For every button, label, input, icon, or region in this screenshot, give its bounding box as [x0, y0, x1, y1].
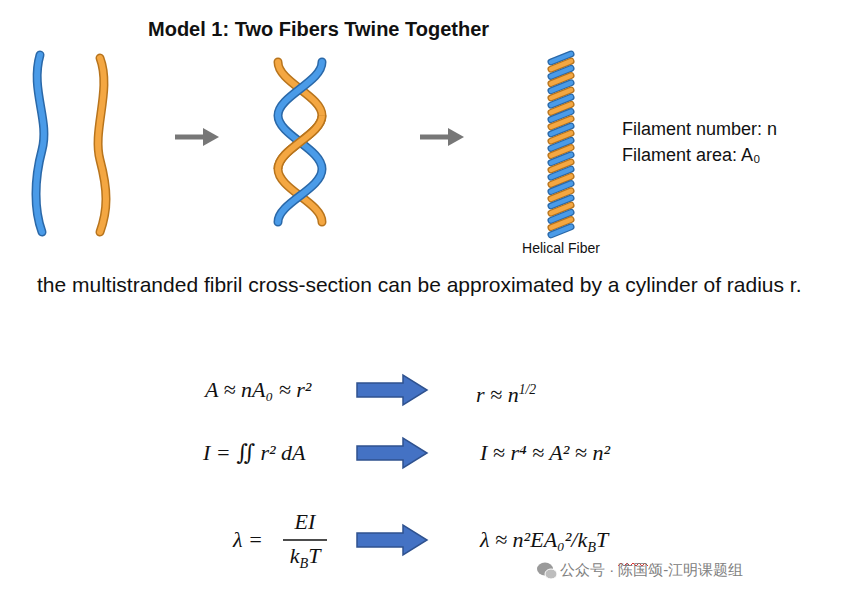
text-line: r ≈ n1/2 — [476, 378, 536, 407]
label-text: Filament area: A₀ — [622, 145, 761, 165]
label-text: λ = — [233, 527, 263, 552]
label-text: T — [308, 543, 320, 568]
watermark: 公众号 · 陈国颂-江明课题组 — [560, 561, 743, 580]
orange-fiber-outline — [278, 62, 322, 222]
equation: A ≈ nA₀ ≈ r² — [205, 378, 311, 402]
orange-fiber — [278, 116, 322, 170]
parameter-note: Filament area: A₀ — [622, 145, 761, 166]
blue-fiber — [278, 62, 322, 222]
implies-arrow — [357, 525, 427, 555]
process-arrow — [175, 135, 205, 140]
math-sub: B — [299, 555, 308, 571]
label-text: 公众号 · 陈国颂-江明课题组 — [560, 561, 743, 578]
text-line: kBT — [281, 539, 329, 580]
label-text: I = ∬ r² dA — [203, 440, 306, 465]
label-text: k — [290, 543, 300, 568]
label-text: r ≈ n — [476, 382, 519, 407]
equation-result: I ≈ r⁴ ≈ A² ≈ n² — [480, 441, 610, 465]
text-line: I = ∬ r² dA — [203, 441, 306, 465]
equation: I = ∬ r² dA — [203, 441, 306, 465]
fraction: EI kBT — [281, 505, 329, 580]
text-line: A ≈ nA₀ ≈ r² — [205, 378, 311, 402]
text-line: Helical Fiber — [505, 240, 617, 256]
blue-fiber — [36, 55, 44, 232]
label-text: λ ≈ n²EA₀²/k — [480, 527, 587, 552]
orange-fiber-outline — [278, 116, 322, 170]
helix-stripe — [551, 227, 571, 235]
fraction-bar — [283, 539, 327, 540]
process-arrowhead — [203, 128, 219, 146]
text-line: the multistranded fibril cross-section c… — [37, 268, 852, 301]
text-line: Filament area: A₀ — [622, 145, 761, 166]
text-line: 公众号 · 陈国颂-江明课题组 — [560, 561, 743, 580]
watermark-icon — [545, 569, 557, 579]
orange-fiber-outline — [98, 58, 106, 232]
text-line: I ≈ r⁴ ≈ A² ≈ n² — [480, 441, 610, 465]
label-text: I ≈ r⁴ ≈ A² ≈ n² — [480, 440, 610, 465]
process-arrowhead — [448, 128, 464, 146]
implies-arrow — [357, 438, 427, 468]
helix-stripe-fill — [551, 227, 571, 235]
math-sup: 1/2 — [519, 382, 536, 397]
math-sub: B — [587, 539, 596, 555]
label-text: T — [596, 527, 608, 552]
helix-stripe-outline — [551, 227, 571, 235]
text-line: EI — [281, 505, 329, 539]
process-arrow — [420, 135, 450, 140]
blue-fiber-outline — [36, 55, 44, 232]
figure-label: Helical Fiber — [505, 240, 617, 256]
description-text: the multistranded fibril cross-section c… — [37, 268, 852, 301]
orange-fiber — [278, 62, 322, 222]
parameter-note: Filament number: n — [622, 119, 777, 140]
label-text: A ≈ nA₀ ≈ r² — [205, 377, 311, 402]
helical-fiber — [551, 54, 571, 235]
equation: λ = — [233, 528, 263, 552]
label-text: Helical Fiber — [522, 240, 600, 256]
diagram-title: Model 1: Two Fibers Twine Together — [148, 18, 489, 41]
implies-arrow — [357, 375, 427, 405]
label-text: Filament number: n — [622, 119, 777, 139]
text-line: λ = — [233, 528, 263, 552]
text-line: λ ≈ n²EA₀²/kBT — [480, 528, 608, 559]
equation-result: r ≈ n1/2 — [476, 378, 536, 407]
label-text: the multistranded fibril cross-section c… — [37, 273, 802, 296]
label-text: EI — [295, 509, 316, 534]
equation-result: λ ≈ n²EA₀²/kBT — [480, 528, 608, 559]
orange-fiber — [98, 58, 106, 232]
blue-fiber-outline — [278, 62, 322, 222]
text-line: Filament number: n — [622, 119, 777, 140]
